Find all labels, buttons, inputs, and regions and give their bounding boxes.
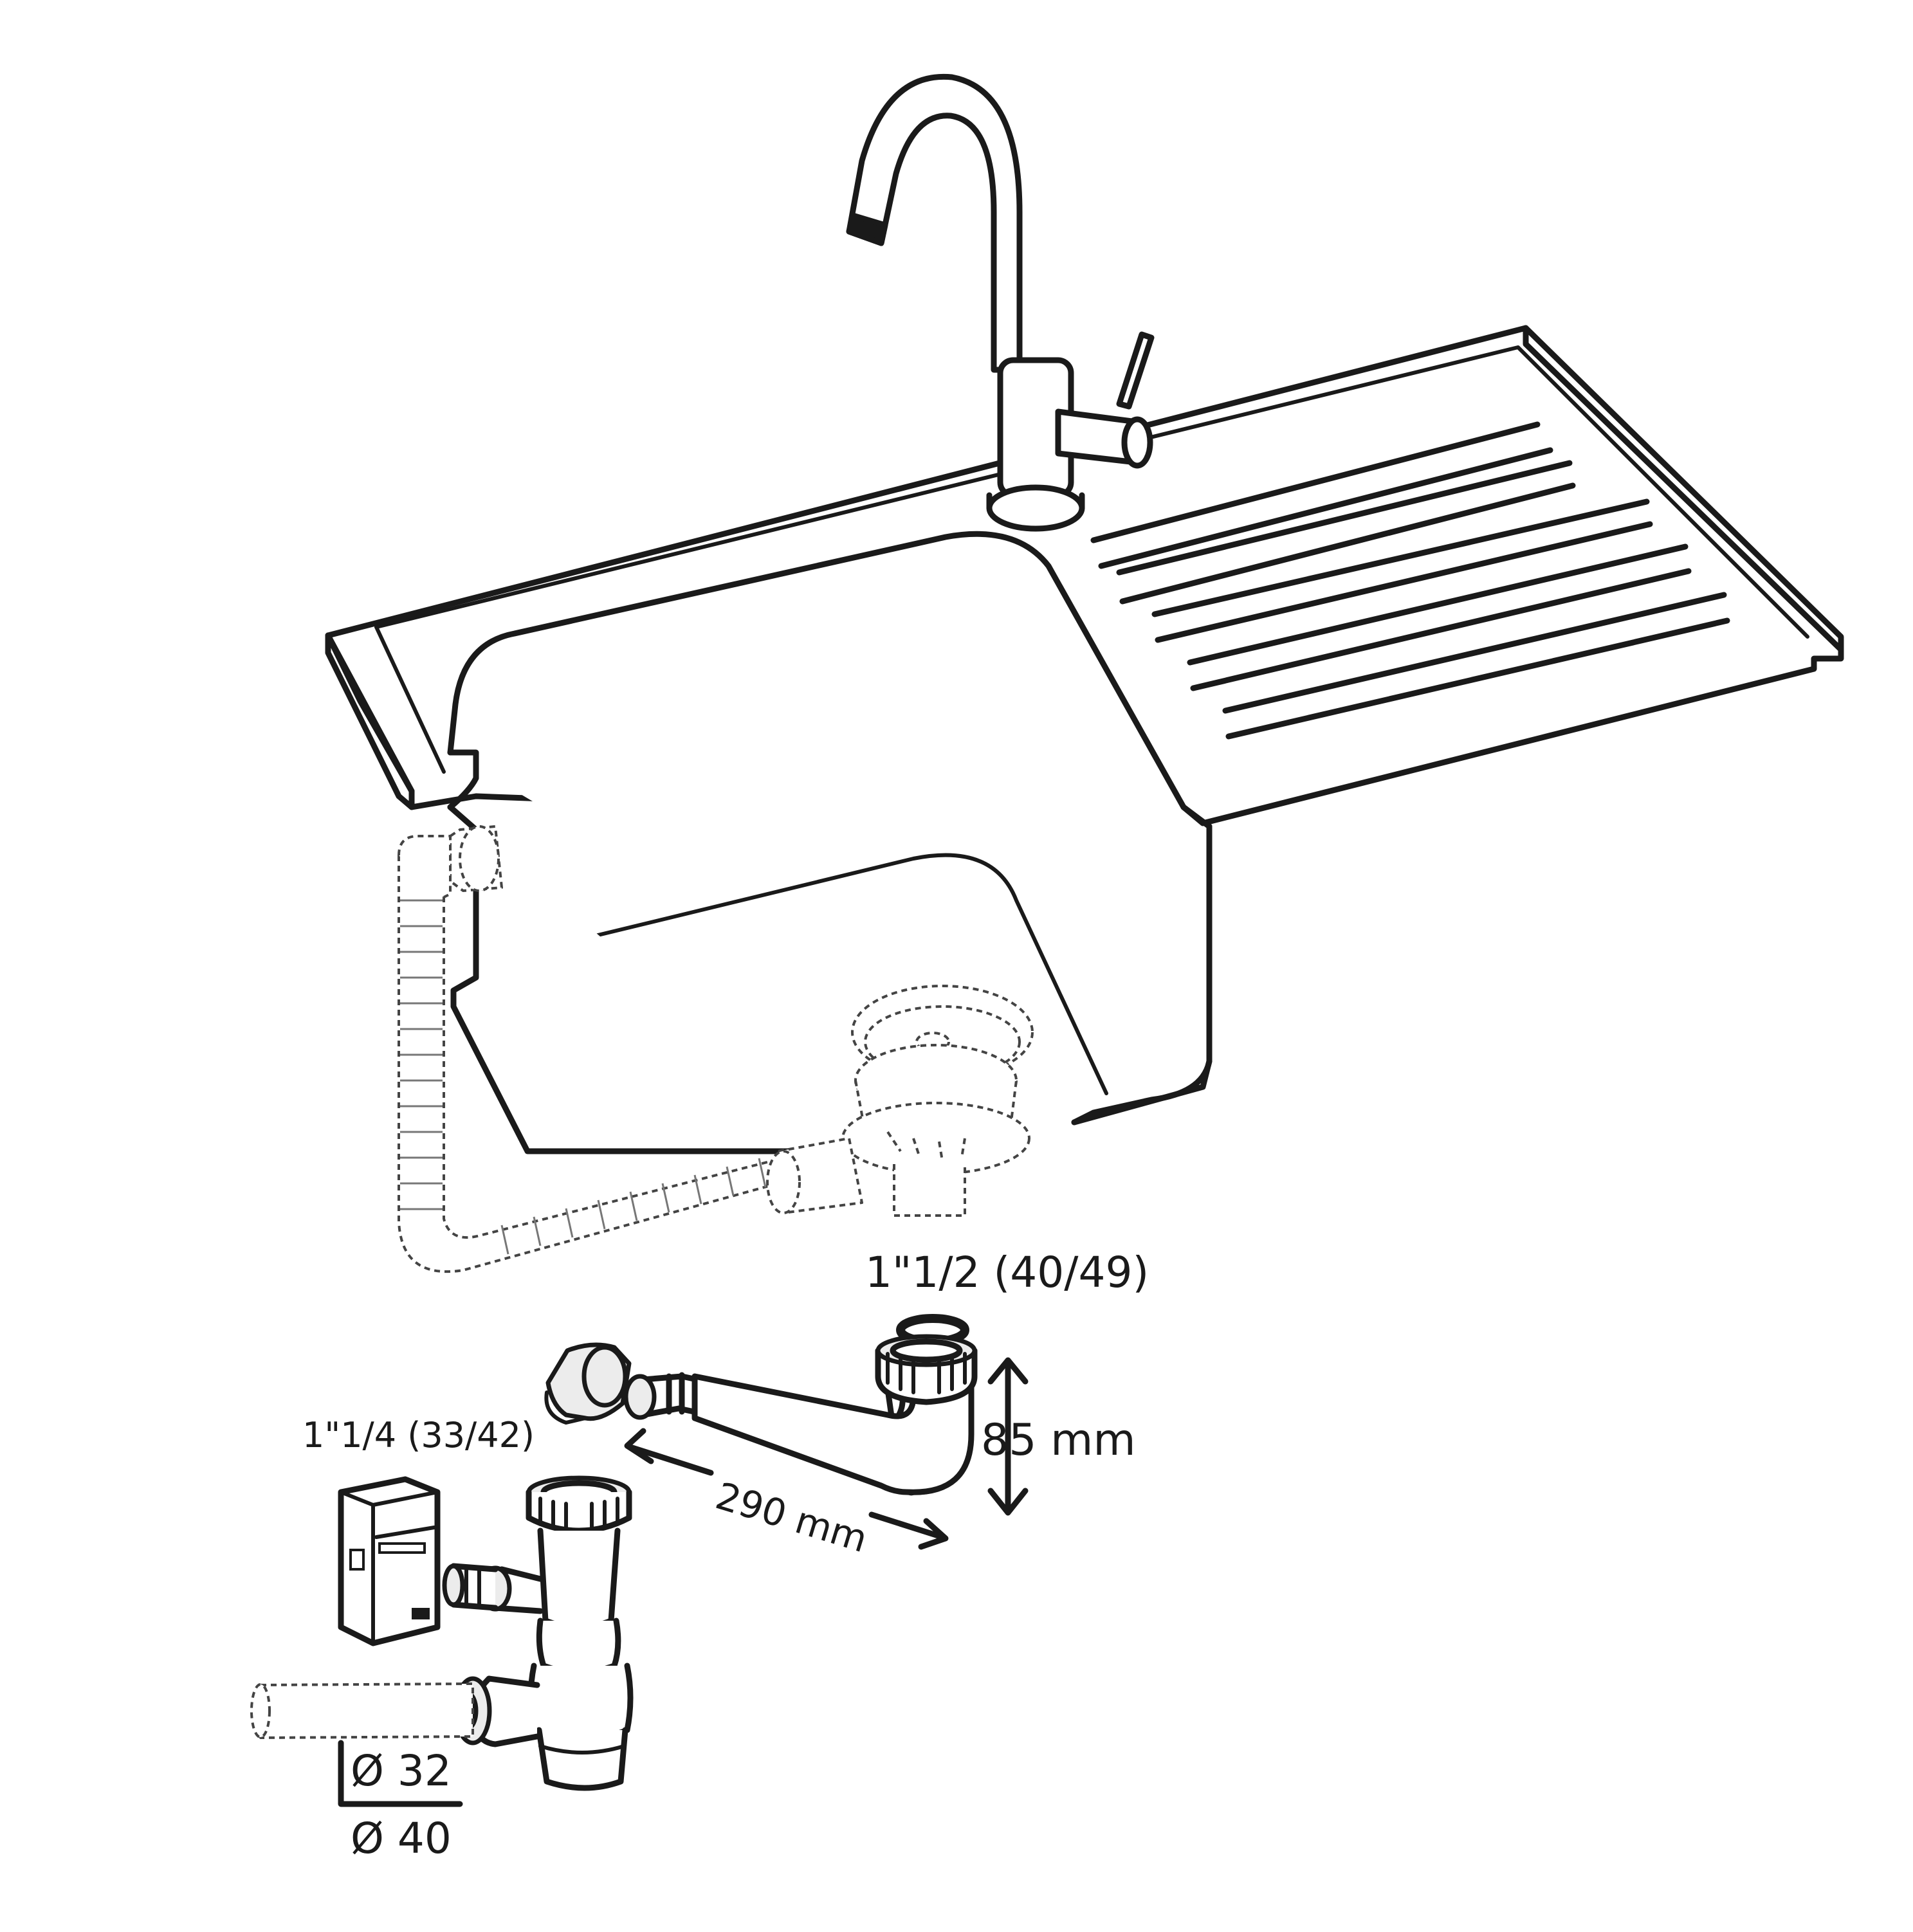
bottle-trap bbox=[442, 1475, 634, 1791]
basket-strainer bbox=[766, 985, 1034, 1217]
faucet-base bbox=[986, 484, 1085, 532]
faucet-tip bbox=[846, 212, 888, 246]
faucet-spout bbox=[846, 73, 1023, 373]
overflow-hose bbox=[398, 855, 779, 1273]
drain-thread-label: 1"1/2 (40/49) bbox=[865, 1248, 1149, 1297]
diameter-small-label: Ø 32 bbox=[351, 1746, 452, 1796]
sink-unit bbox=[325, 325, 1844, 1154]
trap-pipe-kit bbox=[250, 1314, 978, 1791]
faucet bbox=[846, 73, 1155, 532]
inlet-thread-label: 1"1/4 (33/42) bbox=[302, 1415, 535, 1455]
overflow-assembly bbox=[398, 825, 785, 1273]
washing-machine-icon bbox=[338, 1476, 441, 1646]
diameter-large-label: Ø 40 bbox=[351, 1814, 452, 1863]
dimension-arrows bbox=[338, 1357, 1029, 1807]
trap-bend bbox=[691, 1373, 975, 1495]
wall-pipe bbox=[254, 1682, 474, 1739]
drainboard-grooves bbox=[1090, 421, 1730, 740]
height-dimension-label: 85 mm bbox=[981, 1415, 1136, 1466]
faucet-lever bbox=[1116, 331, 1155, 410]
hose-ribs bbox=[400, 899, 767, 1255]
